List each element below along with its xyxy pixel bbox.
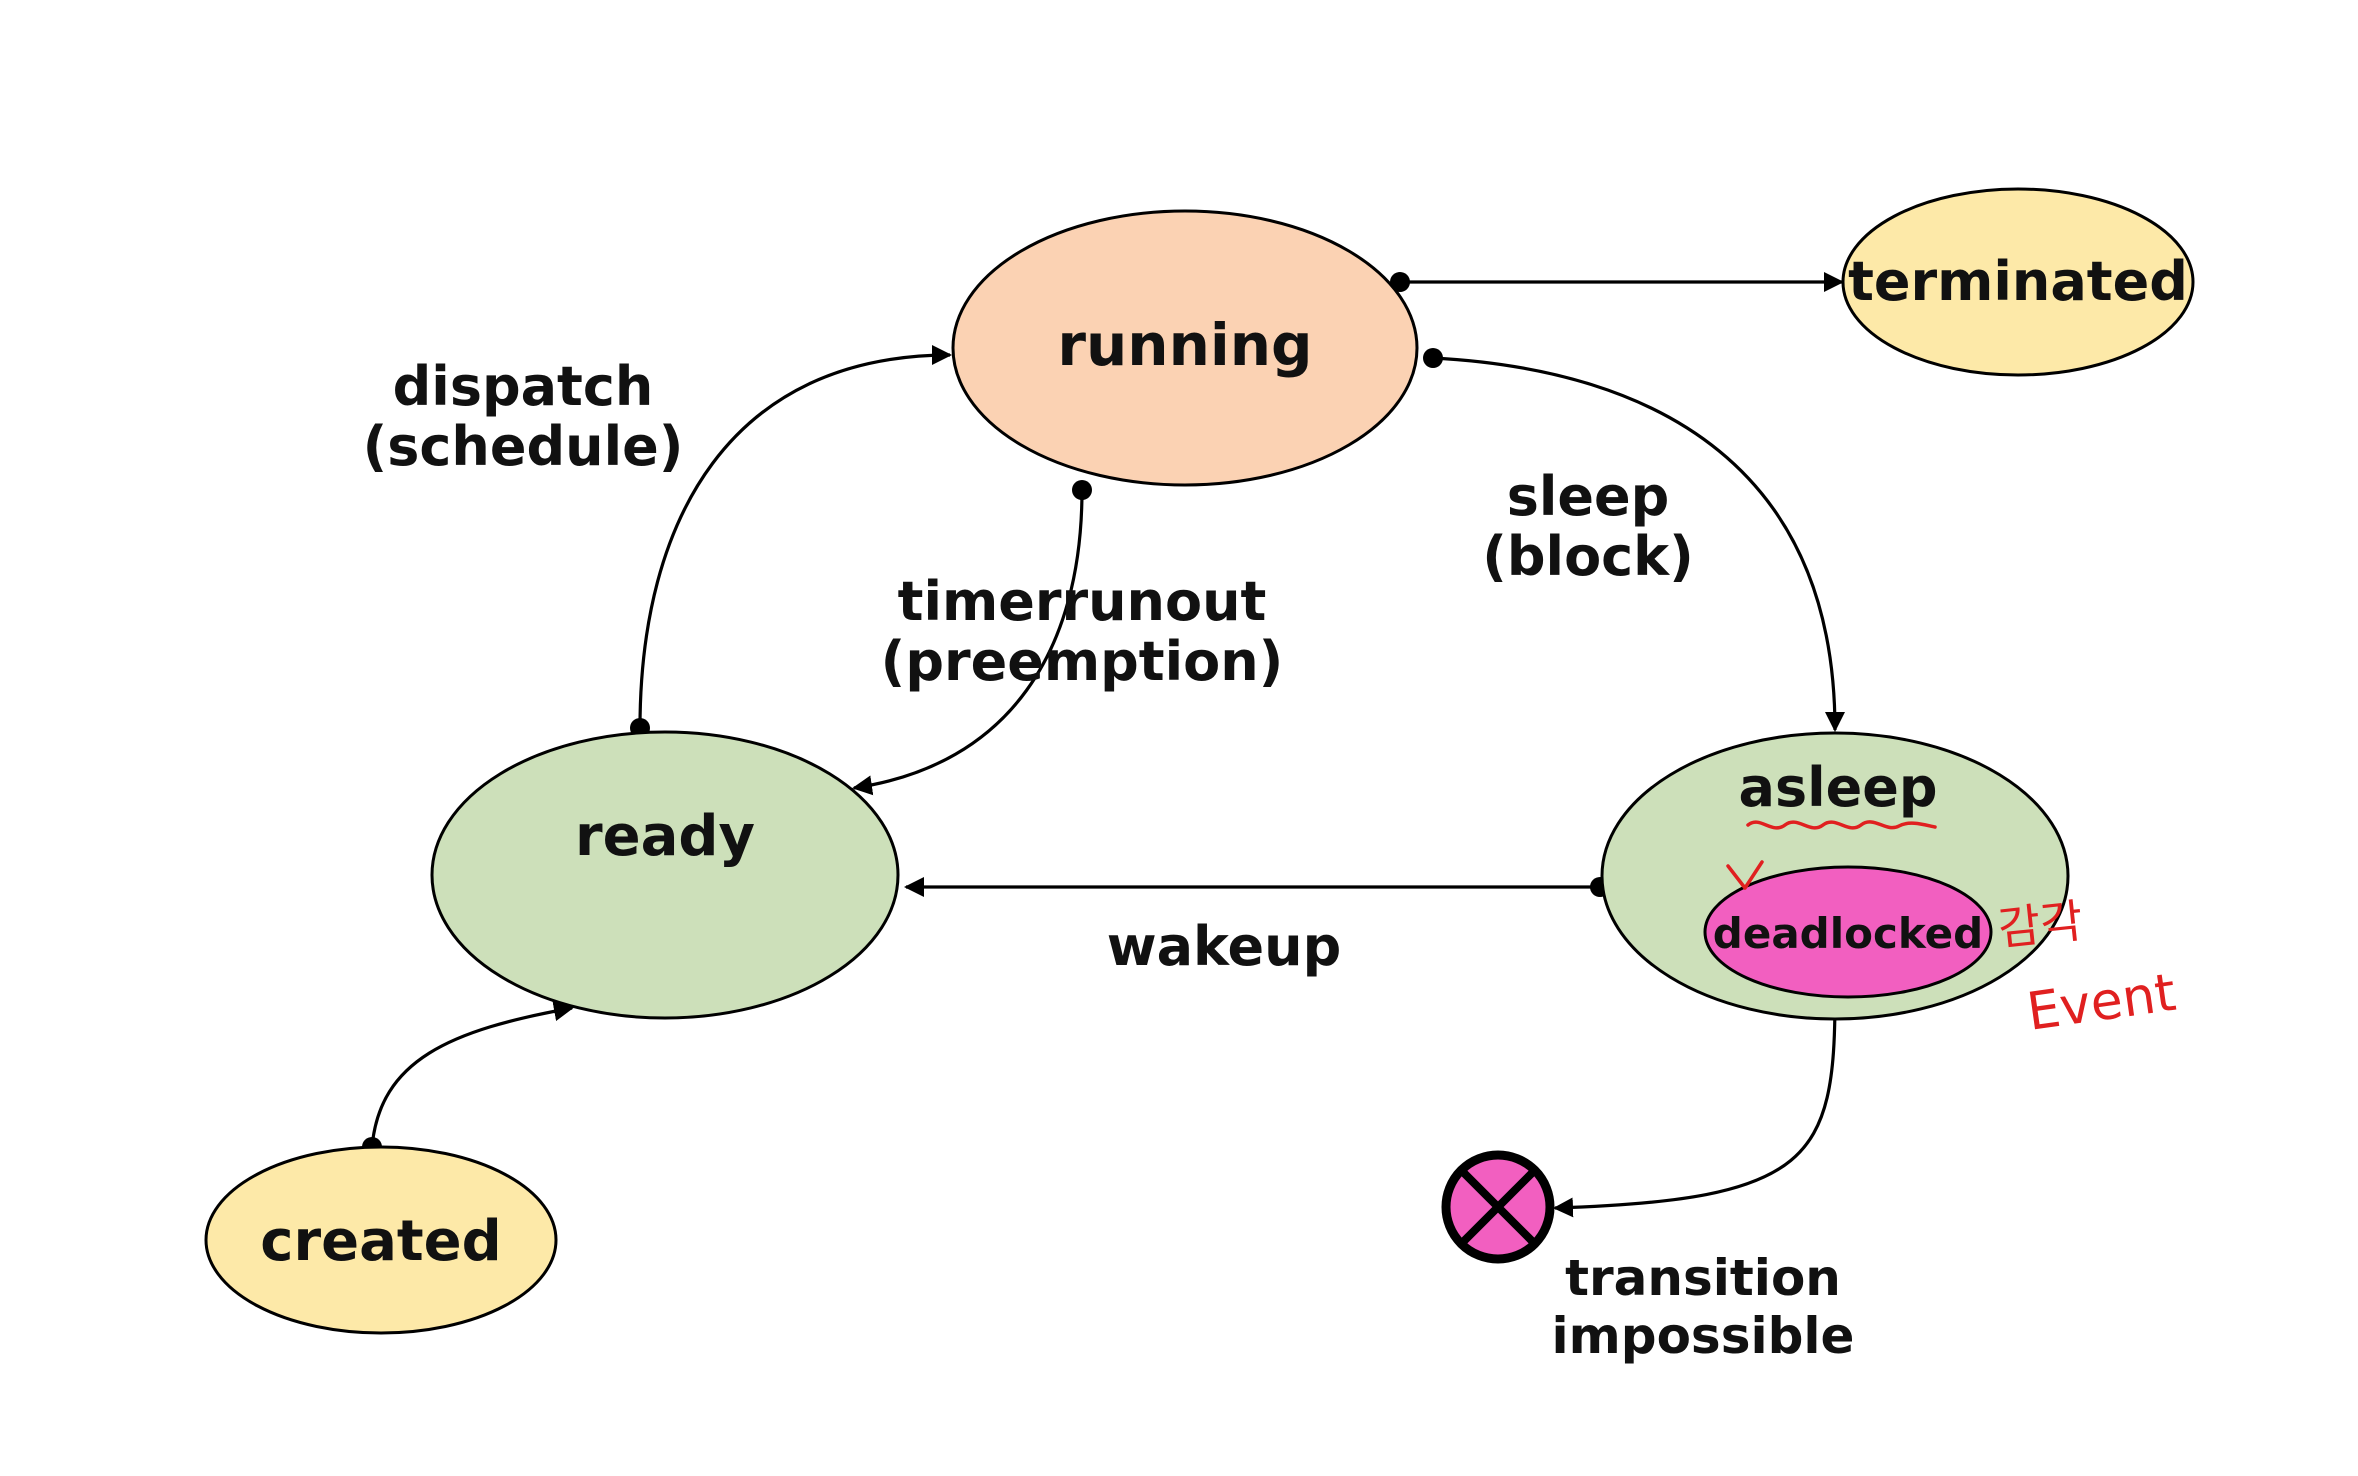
label-dispatch-line2: (schedule): [363, 415, 684, 478]
label-timer: timerrunout (preemption): [881, 570, 1284, 693]
state-terminated: terminated: [1841, 187, 2195, 377]
edge-created-ready: [370, 1001, 574, 1148]
state-label-ready: ready: [575, 804, 755, 869]
squiggle-underline: [1746, 820, 1937, 830]
edge-sleep: [1432, 356, 1845, 732]
label-timer-line1: timerrunout: [898, 570, 1267, 633]
label-dispatch-line1: dispatch: [393, 355, 654, 418]
state-label-created: created: [260, 1209, 501, 1274]
label-sleep: sleep (block): [1482, 465, 1694, 588]
label-sleep-line2: (block): [1482, 525, 1694, 588]
edge-impossible: [1553, 996, 1837, 1218]
x-circle-icon: [1441, 1150, 1555, 1264]
state-created: created: [204, 1145, 558, 1335]
state-label-running: running: [1057, 311, 1312, 379]
label-impossible-line2: impossible: [1552, 1307, 1855, 1365]
state-deadlocked: deadlocked: [1703, 865, 1993, 999]
edge-dispatch: [638, 345, 952, 729]
check-mark: [1726, 860, 1764, 890]
edge-timer: [852, 489, 1084, 796]
state-label-terminated: terminated: [1848, 250, 2188, 313]
label-timer-line2: (preemption): [881, 630, 1284, 693]
state-label-deadlocked: deadlocked: [1713, 909, 1983, 958]
state-ready: ready: [430, 730, 900, 1020]
label-sleep-line1: sleep: [1507, 465, 1670, 528]
edge-start-dot: [1072, 480, 1092, 500]
label-impossible-line1: transition: [1565, 1249, 1841, 1307]
label-wakeup: wakeup: [1107, 915, 1342, 978]
annotation-korean: 감각: [1996, 893, 2086, 956]
label-dispatch: dispatch (schedule): [363, 355, 684, 478]
state-running: running: [951, 209, 1419, 487]
state-label-asleep: asleep: [1739, 756, 1938, 819]
edge-start-dot: [1423, 348, 1443, 368]
annotation-event: Event: [2023, 963, 2179, 1043]
edge-start-dot: [1390, 272, 1410, 292]
label-impossible: transition impossible: [1552, 1249, 1855, 1365]
